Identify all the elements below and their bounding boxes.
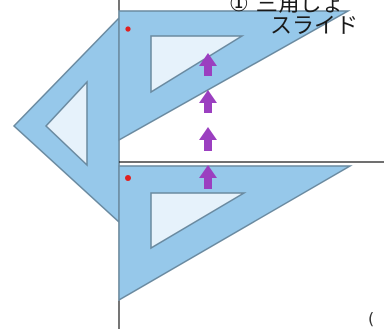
red-dot-upper [125,26,130,31]
arrow-up-icon-3 [199,127,217,151]
red-dot-lower [125,175,131,181]
slide-caption: スライド [270,14,358,40]
bottom-caption: ( [368,306,374,332]
